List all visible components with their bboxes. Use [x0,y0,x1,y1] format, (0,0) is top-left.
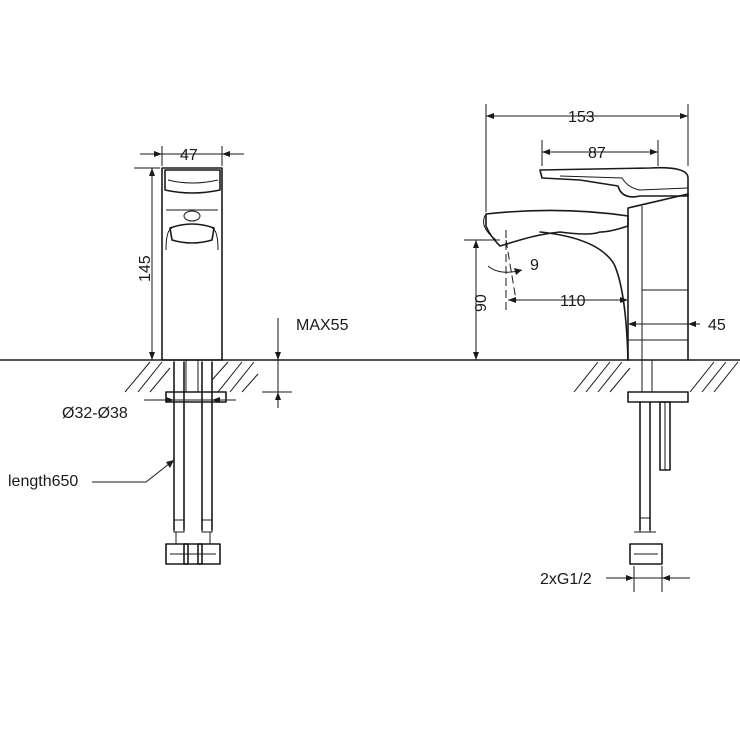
dim-body-width [628,321,700,327]
side-body-column [627,193,689,361]
label-connection: 2xG1/2 [540,571,592,588]
dim-spout-reach [508,297,628,303]
dim-spout-height [464,239,500,360]
label-front-height: 145 [137,255,154,282]
label-body-width: 45 [708,317,726,334]
front-body-outline [161,167,223,361]
dim-max-thickness [262,318,292,408]
side-mount-nut [627,391,689,403]
dim-hole-diameter [144,397,236,403]
label-front-width: 47 [180,147,198,164]
front-spout-outlet [169,223,215,244]
label-max-thickness: MAX55 [296,317,349,334]
label-spout-reach: 110 [560,293,586,310]
side-spout-underside [539,231,629,361]
side-view: 153 87 90 9 [464,104,739,592]
label-hole-diameter: Ø32-Ø38 [62,405,128,422]
label-spout-height: 90 [473,294,490,312]
side-hose [629,401,671,565]
dim-front-height [134,167,160,361]
side-spout [485,209,629,247]
label-spout-angle: 9 [530,257,539,274]
dim-spout-angle [487,230,523,310]
side-lever [539,166,689,198]
dim-lever-length [541,140,659,166]
dim-total-length [485,104,689,212]
front-view: 47 145 MAX55 Ø32-Ø38 [8,146,349,565]
label-hose-length: length650 [8,473,78,490]
label-total-length: 153 [568,109,595,126]
side-hatch [573,361,739,393]
front-hoses [165,361,221,565]
dim-connection [606,566,690,592]
label-lever-length: 87 [588,145,606,162]
dim-front-width [140,146,244,166]
front-hatch [124,361,259,393]
front-lever [164,169,221,194]
leader-hose-length [92,459,175,483]
